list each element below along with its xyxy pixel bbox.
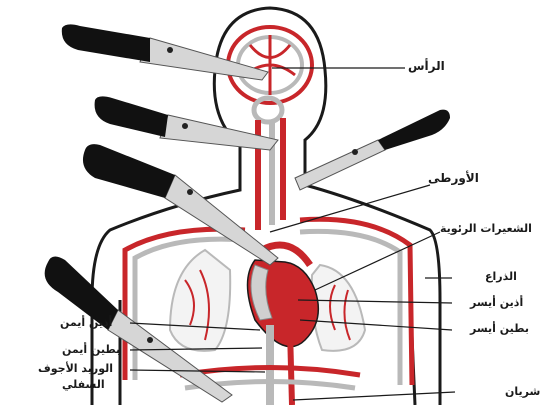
label-inferior-vena-cava: الوريد الأجوف xyxy=(38,362,113,375)
knife-icon xyxy=(62,24,268,80)
knife-icon xyxy=(83,144,278,265)
label-aorta: الأورطى xyxy=(428,172,479,185)
label-pulmonary-capillaries: الشعيرات الرئوية xyxy=(440,222,532,235)
label-left-ventricle: بطين أيسر xyxy=(470,322,529,335)
neck-vessels xyxy=(258,118,283,230)
label-left-atrium: أذين أيسر xyxy=(470,296,523,309)
label-artery: شريان xyxy=(505,385,540,398)
knife-icon xyxy=(95,96,278,150)
label-head: الرأس xyxy=(408,60,445,73)
label-arm: الذراع xyxy=(485,270,517,283)
label-inferior-vena-cava-line2: السفلي xyxy=(62,378,105,391)
label-right-atrium: أذين أيمن xyxy=(60,316,112,329)
label-right-ventricle: بطين أيمن xyxy=(62,343,120,356)
